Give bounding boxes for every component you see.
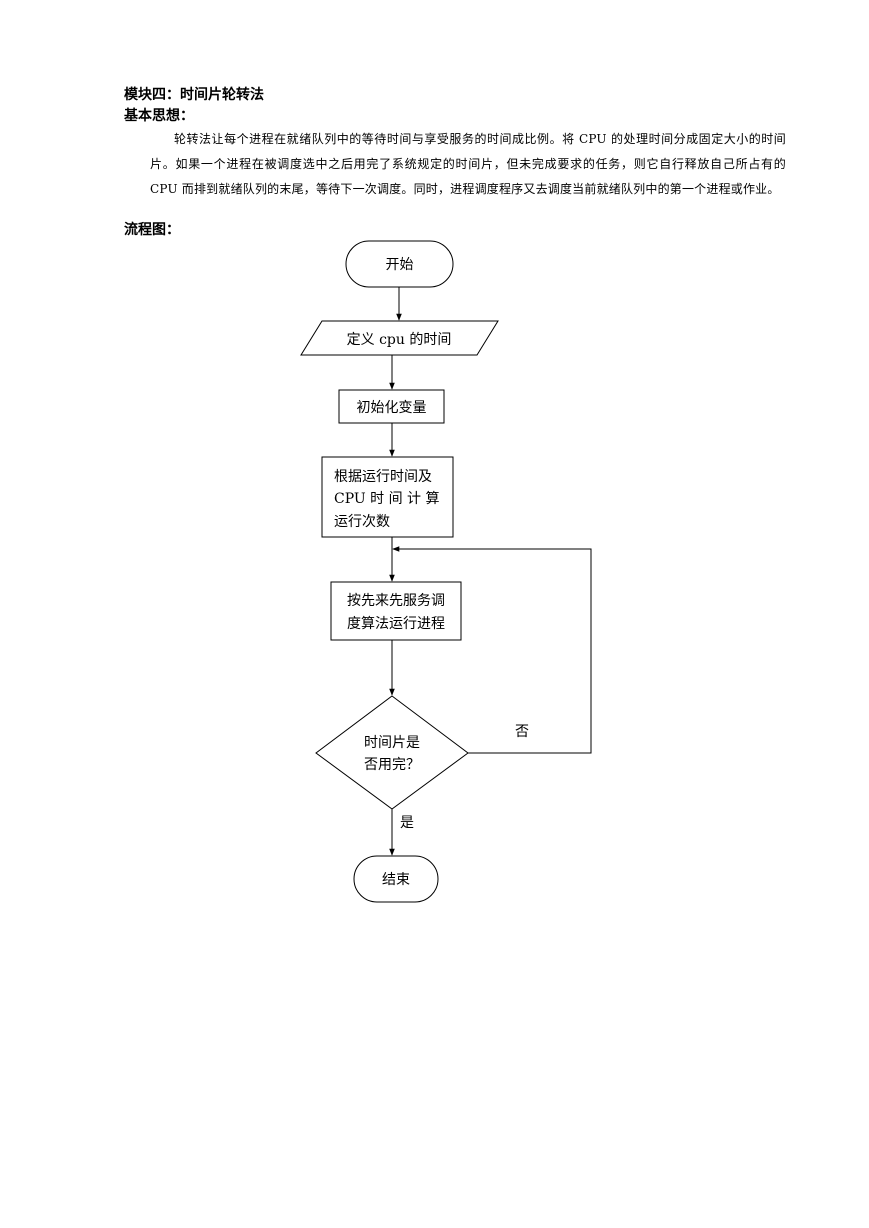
basic-idea-paragraph: 轮转法让每个进程在就绪队列中的等待时间与享受服务的时间成比例。将 CPU 的处理… [150, 132, 786, 196]
timeslice-decision-diamond [315, 695, 469, 810]
flowchart-heading: 流程图： [124, 222, 180, 238]
decision-line1: 时间片是 [364, 735, 420, 751]
yes-label: 是 [400, 815, 414, 831]
no-loop-connector [392, 546, 592, 754]
define-cpu-io-box [300, 320, 499, 356]
fcfs-run-box [330, 581, 462, 641]
decision-line2: 否用完？ [364, 757, 420, 773]
init-variables-label: 初始化变量 [357, 399, 427, 416]
end-label: 结束 [382, 872, 410, 888]
fcfs-run-line1: 按先来先服务调 [347, 593, 445, 609]
no-label: 否 [515, 724, 529, 740]
fcfs-run-line2: 度算法运行进程 [347, 616, 445, 632]
section-title: 模块四：时间片轮转法 [124, 87, 264, 103]
define-cpu-label: 定义 cpu 的时间 [347, 332, 452, 348]
start-label: 开始 [386, 257, 414, 273]
compute-runs-line3: 运行次数 [334, 514, 390, 530]
compute-runs-line1: 根据运行时间及 [334, 469, 432, 485]
compute-runs-line2: CPU 时 间 计 算 [334, 491, 440, 507]
compute-runs-box [321, 456, 454, 538]
end-terminator [353, 855, 439, 903]
basic-idea-heading: 基本思想： [124, 108, 194, 124]
